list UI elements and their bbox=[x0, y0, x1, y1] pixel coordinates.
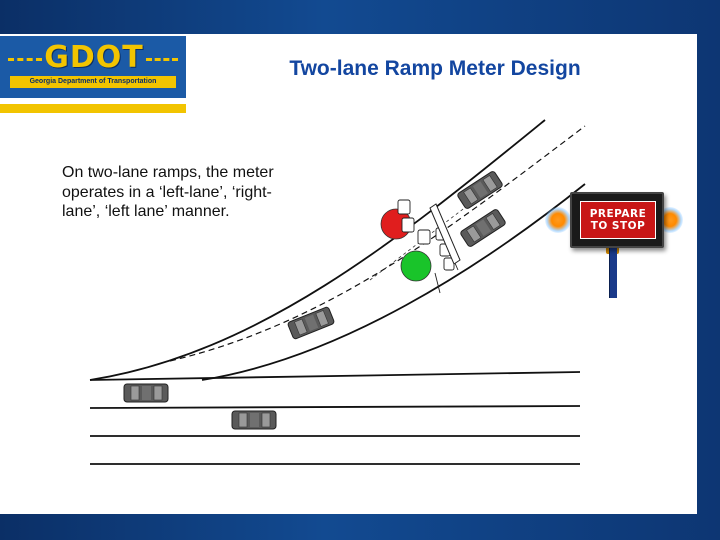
logo-dash-left bbox=[8, 58, 42, 61]
sign-text: PREPARE TO STOP bbox=[589, 208, 647, 232]
yellow-rule bbox=[0, 104, 186, 113]
ramp-car-1 bbox=[456, 169, 504, 211]
freeway-lane-line-1 bbox=[89, 405, 581, 409]
freeway-car-2 bbox=[231, 410, 277, 430]
stop-bar bbox=[429, 203, 461, 265]
body-text: On two-lane ramps, the meter operates in… bbox=[62, 164, 274, 220]
slide-title: Two-lane Ramp Meter Design bbox=[289, 57, 581, 80]
sign-face: PREPARE TO STOP bbox=[580, 201, 656, 239]
ramp-meter-diagram bbox=[89, 119, 586, 465]
logo-letters: GDOT bbox=[44, 40, 144, 75]
ramp-edge-upper bbox=[89, 119, 546, 381]
ramp-edge-lower bbox=[201, 183, 586, 381]
left-beacon-icon bbox=[545, 207, 571, 233]
sign-post bbox=[609, 246, 617, 298]
slide-content-panel bbox=[0, 34, 697, 514]
ramp-car-3 bbox=[286, 305, 336, 341]
prepare-to-stop-sign: PREPARE TO STOP bbox=[570, 192, 664, 248]
logo-dash-right bbox=[146, 58, 178, 61]
freeway-edge-top bbox=[89, 371, 581, 381]
ramp-lane-divider bbox=[169, 125, 586, 362]
freeway-car-1 bbox=[123, 383, 169, 403]
logo-subtitle: Georgia Department of Transportation bbox=[10, 76, 176, 88]
gdot-logo: GDOT Georgia Department of Transportatio… bbox=[0, 36, 186, 98]
right-lane-green-signal bbox=[400, 250, 432, 282]
